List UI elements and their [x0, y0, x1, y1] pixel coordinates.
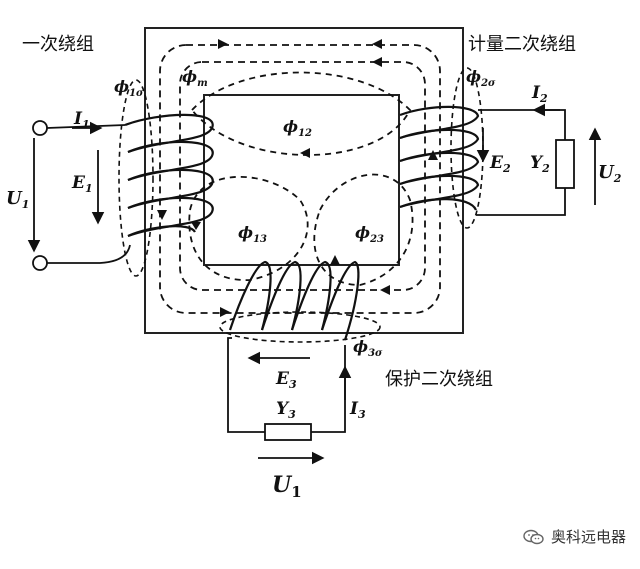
wechat-icon — [523, 529, 544, 544]
metering-coil — [399, 105, 480, 211]
label-U2: U2 — [598, 162, 622, 185]
label-phi23: ϕ23 — [355, 223, 384, 245]
phi2s-ellipse — [450, 67, 484, 229]
phi3s-ellipse — [219, 311, 381, 343]
partial-flux-loops — [188, 71, 414, 286]
transformer-core — [144, 27, 464, 334]
label-Y2: Y2 — [530, 153, 550, 175]
main-flux-loops — [159, 44, 441, 314]
label-U1: U1 — [6, 188, 29, 211]
phi13-loop — [188, 175, 309, 281]
label-I2: I2 — [531, 83, 548, 105]
label-E1: E1 — [71, 173, 93, 195]
label-E2: E2 — [489, 153, 511, 175]
flux-arrows — [157, 39, 438, 317]
metering-winding-title: 计量二次绕组 — [468, 34, 576, 55]
watermark-text: 奥科远电器 — [550, 528, 626, 546]
protection-winding-title: 保护二次绕组 — [385, 369, 493, 390]
phi1s-ellipse — [118, 79, 154, 277]
symbol-labels: I1 U1 E1 ϕ1σ ϕm ϕ12 ϕ13 ϕ23 ϕ2σ I2 E2 Y2… — [6, 67, 622, 501]
label-phi13: ϕ13 — [238, 223, 267, 245]
label-I1: I1 — [73, 109, 90, 131]
primary-coil — [124, 113, 214, 238]
label-E3: E3 — [275, 369, 297, 391]
metering-circuit — [476, 103, 602, 216]
protection-circuit — [227, 337, 352, 465]
label-phi12: ϕ12 — [283, 117, 312, 139]
label-phi2s: ϕ2σ — [466, 67, 496, 89]
phi23-loop — [313, 173, 414, 286]
phi12-loop — [190, 71, 412, 156]
label-U-bottom: U1 — [272, 472, 302, 501]
watermark: 奥科远电器 — [523, 526, 626, 547]
label-I3: I3 — [349, 399, 366, 421]
label-phi3s: ϕ3σ — [353, 337, 383, 359]
label-phi1s: ϕ1σ — [114, 77, 144, 99]
primary-winding-title: 一次绕组 — [22, 34, 94, 55]
label-phim: ϕm — [182, 67, 208, 89]
primary-leads — [27, 120, 131, 271]
protection-coil — [228, 260, 360, 341]
label-Y3: Y3 — [276, 399, 296, 421]
